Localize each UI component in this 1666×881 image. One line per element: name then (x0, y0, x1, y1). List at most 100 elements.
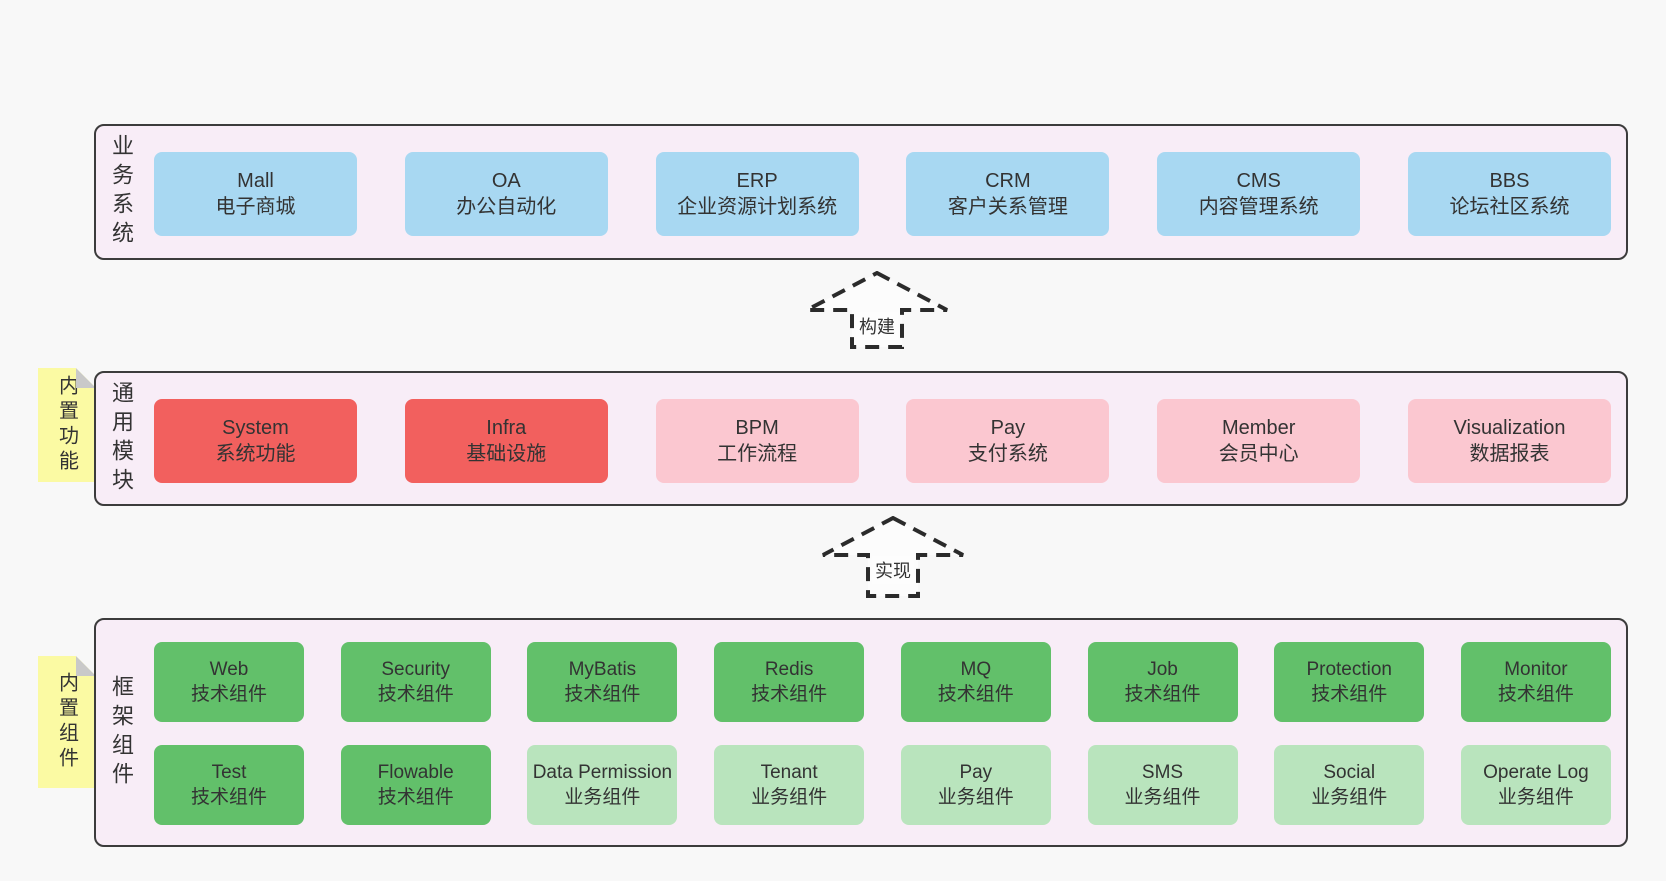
box-subtitle: 内容管理系统 (1198, 196, 1319, 218)
module-box-member: Member 会员中心 (1157, 399, 1361, 483)
box-title: Tenant (760, 762, 818, 783)
box-title: Job (1147, 659, 1178, 680)
component-box-redis: Redis 技术组件 (714, 642, 865, 722)
component-box-operate-log: Operate Log 业务组件 (1460, 745, 1611, 825)
box-title: Security (381, 659, 451, 680)
build-arrow-icon (806, 271, 948, 349)
box-title: Test (211, 762, 247, 783)
framework-components-panel: 框架组件 Web 技术组件 Security 技术组件 MyBatis 技术组件… (94, 618, 1628, 847)
box-title: Data Permission (532, 762, 673, 783)
builtin-features-sticky-label: 内置功能 (55, 375, 78, 475)
module-box-visualization: Visualization 数据报表 (1407, 399, 1611, 483)
component-box-social: Social 业务组件 (1274, 745, 1425, 825)
box-title: MQ (960, 659, 992, 680)
component-box-pay: Pay 业务组件 (900, 745, 1051, 825)
component-box-data-permission: Data Permission 业务组件 (527, 745, 678, 825)
component-box-flowable: Flowable 技术组件 (340, 745, 491, 825)
module-box-pay: Pay 支付系统 (906, 399, 1110, 483)
box-subtitle: 技术组件 (377, 787, 454, 808)
box-title: Pay (990, 417, 1026, 439)
business-systems-box-strip: Mall 电子商城 OA 办公自动化 ERP 企业资源计划系统 CRM 客户关系… (154, 152, 1611, 236)
builtin-components-sticky-label: 内置组件 (55, 672, 78, 772)
component-box-job: Job 技术组件 (1087, 642, 1238, 722)
box-title: Visualization (1453, 417, 1566, 439)
box-subtitle: 技术组件 (751, 684, 828, 705)
build-arrow-label: 构建 (856, 312, 898, 340)
box-title: Pay (959, 762, 993, 783)
component-box-sms: SMS 业务组件 (1087, 745, 1238, 825)
box-subtitle: 业务组件 (751, 787, 828, 808)
box-title: Mall (237, 170, 274, 192)
box-title: ERP (736, 170, 778, 192)
box-subtitle: 客户关系管理 (947, 196, 1068, 218)
common-modules-box-strip: System 系统功能 Infra 基础设施 BPM 工作流程 Pay 支付系统… (154, 399, 1611, 483)
box-title: CRM (985, 170, 1031, 192)
box-subtitle: 会员中心 (1218, 443, 1299, 465)
sticky-fold-corner-icon (76, 368, 96, 388)
box-title: Monitor (1504, 659, 1568, 680)
box-subtitle: 办公自动化 (456, 196, 557, 218)
box-title: BBS (1489, 170, 1530, 192)
system-box-mall: Mall 电子商城 (154, 152, 357, 236)
implement-arrow-label: 实现 (872, 556, 914, 584)
box-subtitle: 论坛社区系统 (1449, 196, 1570, 218)
common-modules-label: 通用模块 (109, 380, 134, 497)
box-title: Redis (764, 659, 814, 680)
component-box-tenant: Tenant 业务组件 (714, 745, 865, 825)
builtin-features-sticky: 内置功能 (38, 368, 96, 482)
box-subtitle: 数据报表 (1469, 443, 1550, 465)
box-title: Flowable (377, 762, 454, 783)
box-subtitle: 技术组件 (1311, 684, 1388, 705)
business-systems-label: 业务系统 (109, 134, 134, 250)
box-title: System (222, 417, 289, 439)
box-title: Operate Log (1483, 762, 1589, 783)
box-subtitle: 业务组件 (564, 787, 641, 808)
system-box-bbs: BBS 论坛社区系统 (1407, 152, 1611, 236)
box-subtitle: 企业资源计划系统 (677, 196, 838, 218)
box-subtitle: 业务组件 (1311, 787, 1388, 808)
box-subtitle: 技术组件 (190, 787, 267, 808)
sticky-fold-corner-icon (76, 656, 96, 676)
component-box-monitor: Monitor 技术组件 (1460, 642, 1611, 722)
box-subtitle: 业务组件 (937, 787, 1014, 808)
box-title: Protection (1306, 659, 1392, 680)
box-subtitle: 技术组件 (1124, 684, 1201, 705)
business-systems-panel: 业务系统 Mall 电子商城 OA 办公自动化 ERP 企业资源计划系统 CRM… (94, 124, 1628, 260)
system-box-erp: ERP 企业资源计划系统 (655, 152, 859, 236)
component-box-web: Web 技术组件 (154, 642, 304, 722)
box-title: CMS (1236, 170, 1281, 192)
biz-components-box-strip: Test 技术组件 Flowable 技术组件 Data Permission … (154, 745, 1611, 825)
box-title: SMS (1141, 762, 1184, 783)
box-title: Infra (486, 417, 527, 439)
box-title: Web (209, 659, 249, 680)
box-subtitle: 工作流程 (717, 443, 798, 465)
box-subtitle: 业务组件 (1497, 787, 1574, 808)
box-title: OA (491, 170, 521, 192)
module-box-system: System 系统功能 (154, 399, 357, 483)
component-box-protection: Protection 技术组件 (1274, 642, 1425, 722)
common-modules-panel: 通用模块 System 系统功能 Infra 基础设施 BPM 工作流程 Pay… (94, 371, 1628, 506)
box-title: Member (1222, 417, 1296, 439)
system-box-crm: CRM 客户关系管理 (906, 152, 1110, 236)
box-title: Social (1323, 762, 1376, 783)
system-box-oa: OA 办公自动化 (404, 152, 608, 236)
framework-components-label: 框架组件 (109, 674, 134, 791)
box-subtitle: 技术组件 (1497, 684, 1574, 705)
system-box-cms: CMS 内容管理系统 (1157, 152, 1361, 236)
component-box-mybatis: MyBatis 技术组件 (527, 642, 678, 722)
module-box-infra: Infra 基础设施 (404, 399, 608, 483)
box-title: BPM (735, 417, 779, 439)
component-box-test: Test 技术组件 (154, 745, 304, 825)
component-box-mq: MQ 技术组件 (900, 642, 1051, 722)
box-subtitle: 支付系统 (967, 443, 1048, 465)
module-box-bpm: BPM 工作流程 (655, 399, 859, 483)
box-subtitle: 电子商城 (215, 196, 296, 218)
box-subtitle: 技术组件 (937, 684, 1014, 705)
box-subtitle: 技术组件 (377, 684, 454, 705)
box-subtitle: 基础设施 (466, 443, 547, 465)
component-box-security: Security 技术组件 (340, 642, 491, 722)
box-subtitle: 业务组件 (1124, 787, 1201, 808)
box-subtitle: 技术组件 (564, 684, 641, 705)
tech-components-box-strip: Web 技术组件 Security 技术组件 MyBatis 技术组件 Redi… (154, 642, 1611, 722)
